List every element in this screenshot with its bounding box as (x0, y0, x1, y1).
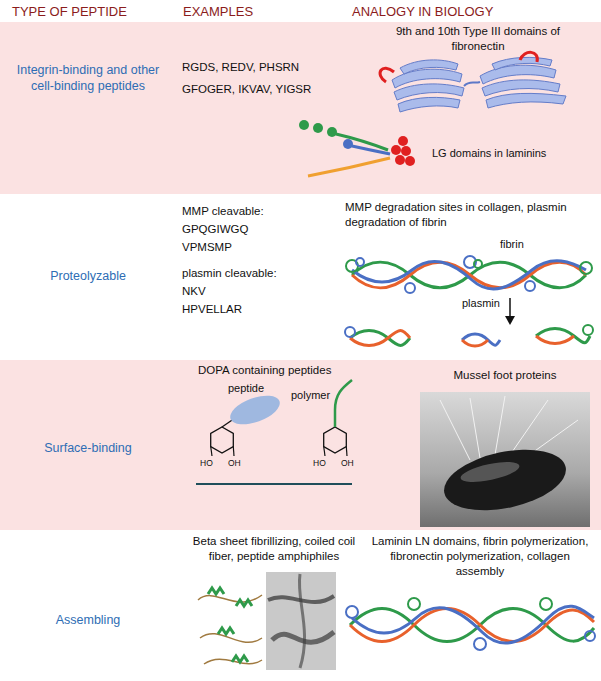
band-text: DOPA containing peptides (198, 363, 331, 378)
band-text: Beta sheet fibrillizing, coiled coil fib… (186, 534, 362, 564)
figure-label: LG domains in laminins (432, 146, 546, 160)
fibrillizing-sketch (198, 588, 262, 664)
band-text: GFOGER, IKVAV, YIGSR (182, 82, 311, 97)
fibrin-fragments (345, 325, 593, 346)
dopa-sketch (196, 380, 352, 484)
band-text: plasmin cleavable: (182, 266, 277, 281)
band-text: Mussel foot proteins (420, 368, 590, 383)
band-text: GPQGIWGQ (182, 222, 248, 237)
mussel-photo (420, 392, 590, 527)
figure-label: OH (341, 458, 354, 469)
band-text: Laminin LN domains, fibrin polymerizatio… (366, 534, 594, 579)
fibronectin-domains (392, 57, 566, 112)
figure-label: peptide (228, 381, 264, 395)
band-text: NKV (182, 284, 206, 299)
figure-label: HO (313, 458, 326, 469)
figure-label: polymer (291, 388, 330, 402)
peptide-type: Proteolyzable (8, 268, 168, 284)
rgd-loop (520, 52, 537, 62)
peptide-band: Integrin-binding and other cell-binding … (0, 22, 601, 194)
band-text: VPMSMP (182, 240, 232, 255)
figure-label: HO (200, 458, 213, 469)
figure-label: fibrin (500, 237, 524, 251)
peptide-band: Proteolyzable MMP cleavable: GPQGIWGQ VPMSM… (0, 196, 601, 358)
fibrin-fiber (346, 256, 592, 293)
peptide-type: Surface-binding (8, 440, 168, 456)
peptide-type: Assembling (8, 612, 168, 628)
figure-label: plasmin (462, 296, 500, 310)
column-heading: TYPE OF PEPTIDE (12, 4, 127, 21)
band-text: MMP cleavable: (182, 204, 264, 219)
collagen-fiber (346, 598, 595, 650)
band-text: RGDS, REDV, PHSRN (182, 60, 299, 75)
peptide-type: Integrin-binding and other cell-binding … (8, 62, 168, 95)
band-text: HPVELLAR (182, 302, 242, 317)
column-heading: ANALOGY IN BIOLOGY (352, 4, 493, 21)
figure-label: OH (228, 458, 241, 469)
laminin-sketch (299, 120, 415, 176)
band-text: MMP degradation sites in collagen, plasm… (345, 200, 595, 230)
rgd-loop (380, 68, 394, 82)
tem-image (266, 572, 336, 670)
column-heading: EXAMPLES (183, 4, 253, 21)
band-text: 9th and 10th Type III domains of fibrone… (383, 24, 573, 54)
